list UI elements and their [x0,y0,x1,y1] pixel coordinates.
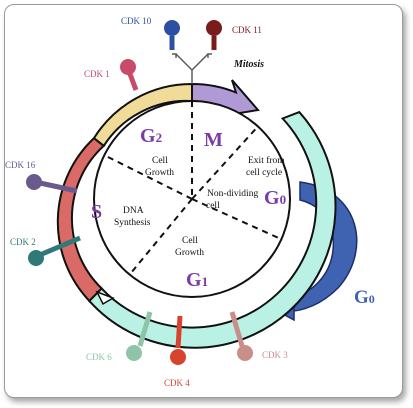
g0-inner-letter: G [264,187,280,209]
g1-letter: G [186,269,202,291]
cdk11-marker [206,20,222,50]
mitosis-label: Mitosis [233,59,264,70]
cdk2-marker [28,235,81,266]
exit-desc-line2: cell cycle [246,168,282,178]
cdk2-label: CDK 2 [10,237,36,247]
cdk1-label: CDK 1 [84,69,110,79]
g2-desc-line2: Growth [145,168,174,178]
g2-sub: 2 [156,130,163,145]
g1-phase-label: G1 [186,269,208,291]
g2-letter: G [140,125,156,147]
cdk10-marker [164,20,180,50]
cdk4-label: CDK 4 [164,378,190,388]
cdk16-label: CDK 16 [5,160,36,170]
cdk6-marker [126,311,153,361]
g0-outer-sub: 0 [369,292,375,306]
g1-sub: 1 [202,274,209,289]
g0-outer-letter: G [354,287,369,308]
cdk4-marker [170,315,186,365]
exit-desc-line1: Exit from [248,155,285,166]
cdk10-label: CDK 10 [121,16,152,26]
mitosis-arrows [172,53,212,84]
g1-desc-line1: Cell [182,236,198,246]
s-phase-label: S [91,201,102,223]
s-desc-line2: Synthesis [114,218,151,228]
g0-outer-phase-label: G0 [354,287,375,308]
g1-desc-line2: Growth [175,248,204,258]
cdk3-marker [229,311,253,361]
s-g1-arrowhead [95,290,115,306]
m-phase-label: M [204,129,223,151]
cdk16-marker [26,174,78,194]
cdk3-label: CDK 3 [262,350,288,360]
s-desc-line1: DNA [123,206,144,216]
cdk6-label: CDK 6 [86,352,112,362]
g0-inner-sub: 0 [280,192,287,207]
cdk11-label: CDK 11 [232,25,262,35]
g0-desc-line2: cell [206,201,220,211]
g2-desc-line1: Cell [152,156,168,166]
g0-desc-line1: Non-dividing [207,189,258,199]
cdk1-marker [120,59,139,91]
g0-inner-phase-label: G0 [264,187,286,209]
g2-phase-label: G2 [140,125,162,147]
